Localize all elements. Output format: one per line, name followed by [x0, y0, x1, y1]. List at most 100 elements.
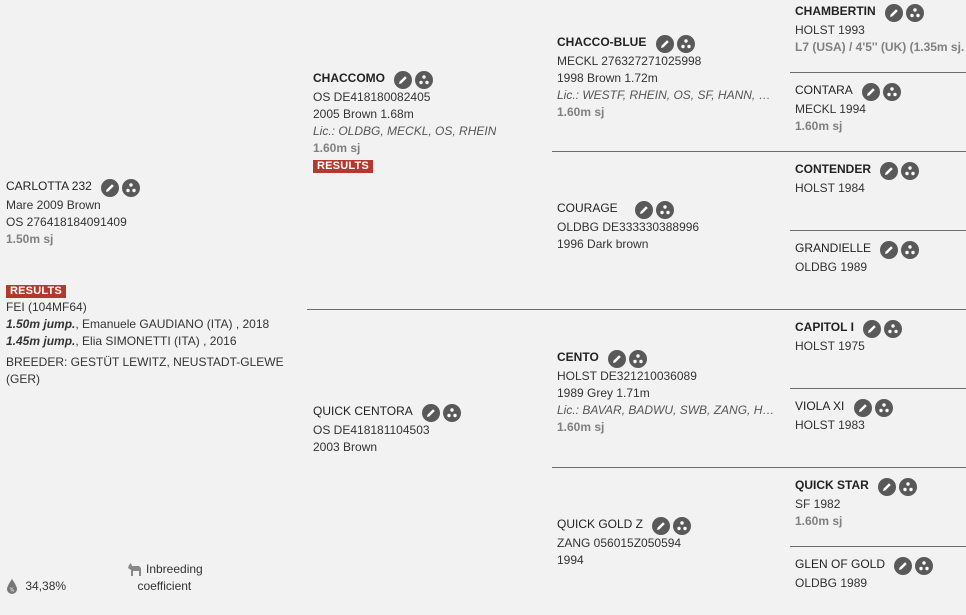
ggp-reg: OLDBG 1989	[795, 576, 868, 590]
fei-id: FEI (104MF64)	[6, 300, 87, 314]
ggp-sj: 1.60m sj	[795, 119, 843, 133]
grandparent-lic: Lic.: WESTF, RHEIN, OS, SF, HANN, OL...	[557, 88, 775, 102]
pedigree-tree-icon[interactable]	[874, 399, 893, 417]
edit-pencil-icon[interactable]	[394, 71, 413, 89]
inbreeding-value: 34,38%	[25, 579, 67, 593]
grandparent-name[interactable]: CHACCO-BLUE	[557, 35, 647, 49]
ggp-reg: HOLST 1983	[795, 418, 865, 432]
subject-horse: CARLOTTA 232 Mare 2009 Brown OS 27641818…	[6, 178, 141, 248]
ggp-reg: OLDBG 1989	[795, 260, 868, 274]
subject-sj: 1.50m sj	[6, 232, 54, 246]
edit-pencil-icon[interactable]	[635, 201, 654, 219]
results-badge[interactable]: RESULTS	[6, 285, 66, 298]
sire-desc: 2005 Brown 1.68m	[313, 107, 414, 121]
result-row: 1.45m jump., Elia SIMONETTI (ITA) , 2016	[6, 333, 296, 350]
ggp-reg: HOLST 1975	[795, 339, 865, 353]
result-rider: , Emanuele GAUDIANO (ITA) , 2018	[75, 317, 270, 331]
divider-sire-dam	[307, 309, 966, 310]
pedigree-tree-icon[interactable]	[443, 404, 462, 422]
result-level: 1.45m jump.	[6, 334, 76, 348]
ggp-contender: CONTENDER HOLST 1984	[795, 161, 920, 197]
ggp-name[interactable]: GRANDIELLE	[795, 241, 872, 255]
dam-desc: 2003 Brown	[313, 440, 378, 454]
ggp-reg: SF 1982	[795, 497, 841, 511]
grandparent-name[interactable]: COURAGE	[557, 201, 618, 215]
ggp-name[interactable]: CONTARA	[795, 83, 853, 97]
grandparent-reg: OLDBG DE333330388996	[557, 220, 700, 234]
grandparent-sj: 1.60m sj	[557, 420, 605, 434]
edit-pencil-icon[interactable]	[853, 399, 872, 417]
subject-line2: OS 276418184091409	[6, 215, 127, 229]
ggp-sj: 1.60m sj	[795, 514, 843, 528]
grandparent-name[interactable]: QUICK GOLD Z	[557, 517, 644, 531]
edit-pencil-icon[interactable]	[652, 517, 671, 535]
ggp-name[interactable]: CAPITOL I	[795, 320, 854, 334]
inbreeding-label-block: Inbreeding coefficient	[126, 561, 203, 595]
pedigree-tree-icon[interactable]	[883, 83, 902, 101]
pedigree-tree-icon[interactable]	[122, 179, 141, 197]
pedigree-tree-icon[interactable]	[676, 35, 695, 53]
edit-pencil-icon[interactable]	[880, 162, 899, 180]
grandparent-desc: 1989 Grey 1.71m	[557, 386, 650, 400]
grandparent-reg: MECKL 276327271025998	[557, 54, 702, 68]
edit-pencil-icon[interactable]	[608, 350, 627, 368]
grandparent-name[interactable]: CENTO	[557, 350, 599, 364]
edit-pencil-icon[interactable]	[863, 320, 882, 338]
sire-name[interactable]: CHACCOMO	[313, 71, 385, 85]
edit-pencil-icon[interactable]	[885, 4, 904, 22]
divider-ggp-5	[790, 388, 966, 389]
ggp-name[interactable]: CHAMBERTIN	[795, 4, 876, 18]
subject-name[interactable]: CARLOTTA 232	[6, 179, 92, 193]
pedigree-tree-icon[interactable]	[901, 162, 920, 180]
grandparent-reg: HOLST DE321210036089	[557, 369, 697, 383]
pedigree-tree-icon[interactable]	[915, 557, 934, 575]
pedigree-tree-icon[interactable]	[673, 517, 692, 535]
dam-name[interactable]: QUICK CENTORA	[313, 404, 413, 418]
divider-ggp-3	[790, 230, 966, 231]
droplet-icon: %	[7, 579, 17, 594]
ggp-name[interactable]: VIOLA XI	[795, 399, 845, 413]
grandparent-desc: 1996 Dark brown	[557, 237, 649, 251]
ggp-grandielle: GRANDIELLE OLDBG 1989	[795, 240, 920, 276]
ggp-capitol-i: CAPITOL I HOLST 1975	[795, 319, 903, 355]
pedigree-tree-icon[interactable]	[415, 71, 434, 89]
edit-pencil-icon[interactable]	[422, 404, 441, 422]
result-rider: , Elia SIMONETTI (ITA) , 2016	[75, 334, 237, 348]
inbreeding-value-block: % 34,38%	[6, 578, 66, 595]
grandparent-sj: 1.60m sj	[557, 105, 605, 119]
pedigree-tree-icon[interactable]	[899, 478, 918, 496]
inbreeding-label[interactable]: Inbreeding	[146, 562, 203, 576]
result-row: 1.50m jump., Emanuele GAUDIANO (ITA) , 2…	[6, 316, 296, 333]
grandparent-desc: 1994	[557, 553, 584, 567]
breeder: BREEDER: GESTÜT LEWITZ, NEUSTADT-GLEWE (…	[6, 355, 284, 386]
ggp-reg: HOLST 1984	[795, 181, 865, 195]
subject-line1: Mare 2009 Brown	[6, 198, 101, 212]
sire-results-badge[interactable]: RESULTS	[313, 160, 373, 173]
sire-reg: OS DE418180082405	[313, 90, 431, 104]
grandparent-cento: CENTO HOLST DE321210036089 1989 Grey 1.7…	[557, 349, 775, 436]
dam-horse: QUICK CENTORA OS DE418181104503 2003 Bro…	[313, 403, 462, 456]
sire-lic: Lic.: OLDBG, MECKL, OS, RHEIN	[313, 124, 497, 138]
pedigree-tree-icon[interactable]	[629, 350, 648, 368]
pedigree-tree-icon[interactable]	[901, 241, 920, 259]
edit-pencil-icon[interactable]	[880, 241, 899, 259]
edit-pencil-icon[interactable]	[894, 557, 913, 575]
divider-gp-top	[552, 151, 966, 152]
sire-horse: CHACCOMO OS DE418180082405 2005 Brown 1.…	[313, 70, 496, 174]
divider-gp-bottom	[552, 467, 966, 468]
edit-pencil-icon[interactable]	[878, 478, 897, 496]
edit-pencil-icon[interactable]	[862, 83, 881, 101]
ggp-name[interactable]: CONTENDER	[795, 162, 872, 176]
edit-pencil-icon[interactable]	[101, 179, 120, 197]
ggp-name[interactable]: QUICK STAR	[795, 478, 869, 492]
ggp-viola-xi: VIOLA XI HOLST 1983	[795, 398, 893, 434]
pedigree-tree-icon[interactable]	[884, 320, 903, 338]
horse-icon	[128, 562, 141, 576]
pedigree-tree-icon[interactable]	[656, 201, 675, 219]
ggp-name[interactable]: GLEN OF GOLD	[795, 557, 886, 571]
grandparent-lic: Lic.: BAVAR, BADWU, SWB, ZANG, HO...	[557, 403, 775, 417]
edit-pencil-icon[interactable]	[655, 35, 674, 53]
grandparent-quick-gold-z: QUICK GOLD Z ZANG 056015Z050594 1994	[557, 516, 692, 569]
ggp-extra: L7 (USA) / 4'5'' (UK) (1.35m sj.	[795, 40, 965, 54]
pedigree-tree-icon[interactable]	[906, 4, 925, 22]
